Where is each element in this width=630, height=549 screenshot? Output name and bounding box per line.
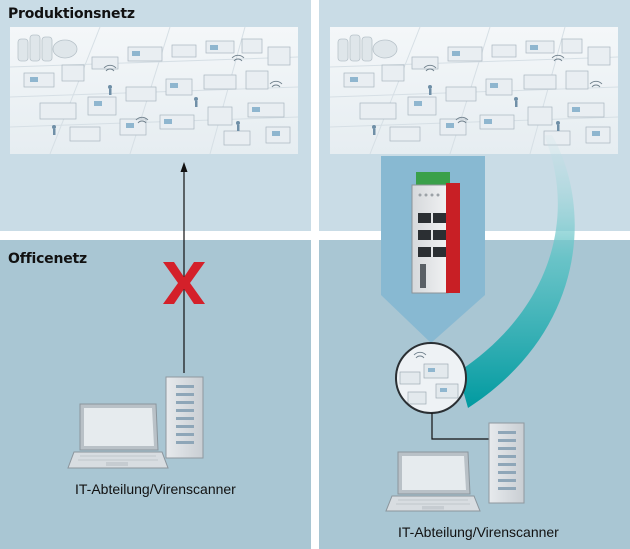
laptop-icon-right <box>385 451 481 512</box>
server-rack-icon-left <box>165 376 204 459</box>
teal-beam <box>458 135 575 408</box>
magnifier-lens <box>395 342 467 414</box>
caption-right: IT-Abteilung/Virenscanner <box>398 524 559 540</box>
laptop-icon-left <box>67 403 169 469</box>
blocked-x-icon <box>163 262 205 304</box>
scan-connector-line <box>431 413 497 440</box>
factory-illustration-right <box>329 26 619 155</box>
server-rack-icon-right <box>488 422 525 504</box>
production-zone-label: Produktionsnetz <box>8 6 135 22</box>
office-zone-label: Officenetz <box>8 251 87 267</box>
blocked-connection-arrow <box>180 162 188 373</box>
factory-illustration-left <box>9 26 299 155</box>
office-zone-left <box>0 240 311 549</box>
caption-left: IT-Abteilung/Virenscanner <box>75 481 236 497</box>
security-gateway-device <box>411 172 460 294</box>
